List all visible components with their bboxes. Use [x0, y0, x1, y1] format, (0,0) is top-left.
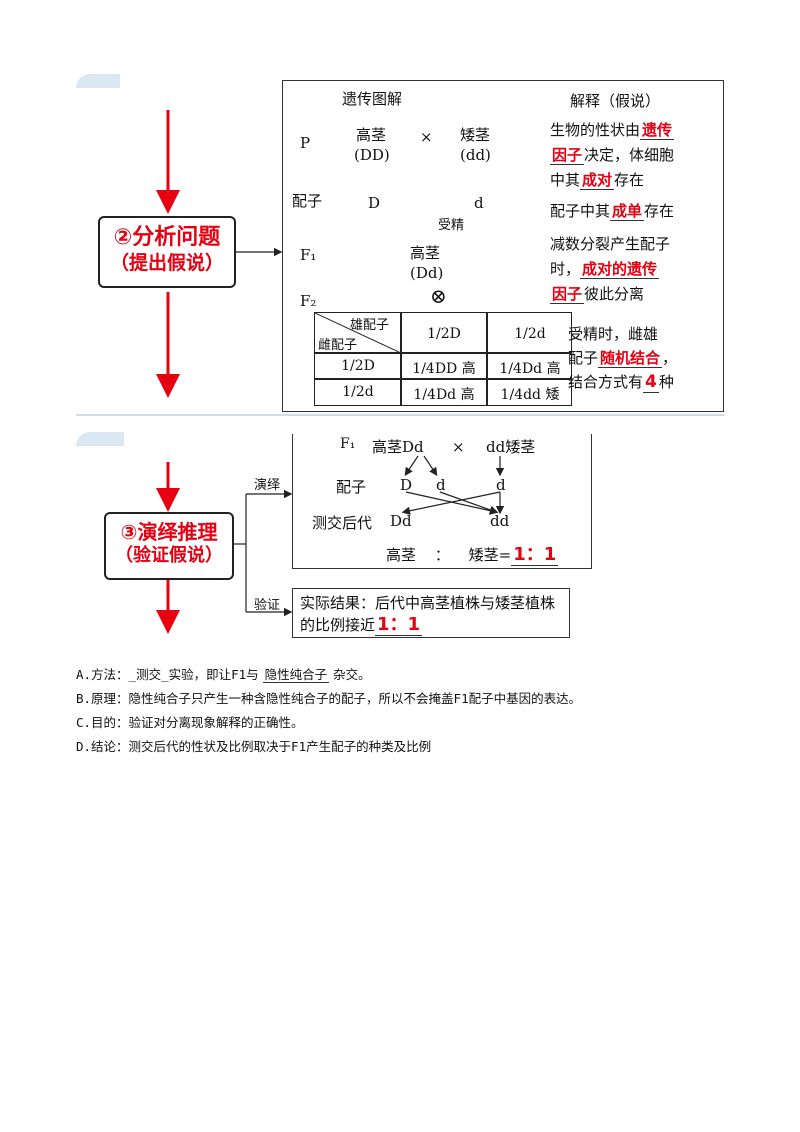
section-tab-1 — [76, 74, 120, 88]
parent-short-genotype: (dd) — [460, 146, 491, 164]
table-hline-2 — [314, 378, 572, 380]
explain-1: 生物的性状由遗传 因子决定，体细胞 中其成对存在 — [550, 121, 675, 190]
option-c: C.目的：验证对分离现象解释的正确性。 — [76, 715, 304, 730]
option-d: D.结论：测交后代的性状及比例取决于F1产生配子的种类及比例 — [76, 739, 432, 754]
option-b: B.原理：隐性纯合子只产生一种含隐性纯合子的配子，所以不会掩盖F1配子中基因的表… — [76, 691, 582, 706]
testcross-box — [292, 434, 592, 569]
section-tab-2 — [76, 432, 124, 446]
tc-ratio: 高茎 ： 矮茎=1：1 — [386, 544, 559, 566]
table-diagonal — [315, 313, 401, 353]
tc-offspring-label: 测交后代 — [312, 514, 373, 532]
row-label-f1: F₁ — [300, 246, 317, 264]
f1-genotype: (Dd) — [410, 264, 444, 282]
table-col-header: 1/2d — [514, 326, 546, 342]
step-deductive-reasoning: ③演绎推理 （验证假说） — [104, 512, 234, 580]
table-row-header: 1/2d — [342, 384, 374, 400]
table-female-header: 雌配子 — [318, 338, 358, 353]
tc-offspring-dd: dd — [490, 512, 510, 530]
table-col-header: 1/2D — [427, 326, 461, 342]
tc-f1-label: F₁ — [340, 436, 356, 452]
tc-gamete-label: 配子 — [336, 478, 367, 496]
tc-offspring-Dd: Dd — [390, 512, 412, 530]
selfing-icon: ⊗ — [430, 284, 447, 308]
step-title: ②分析问题 — [113, 225, 221, 250]
col-diagram-title: 遗传图解 — [342, 90, 403, 108]
row-label-p: P — [300, 134, 311, 152]
step-subtitle: （提出假说） — [109, 251, 224, 274]
explain-3: 减数分裂产生配子 时，成对的遗传 因子彼此分离 — [550, 235, 671, 304]
tc-gamete-D: D — [400, 476, 413, 494]
f1-phenotype: 高茎 — [410, 244, 441, 262]
fertilize-label: 受精 — [438, 218, 465, 233]
section-divider — [76, 414, 724, 416]
table-cell: 1/4dd 矮 — [500, 387, 560, 403]
table-male-header: 雄配子 — [350, 318, 390, 333]
tc-parent-short: dd矮茎 — [486, 438, 536, 456]
table-cell: 1/4DD 高 — [412, 361, 476, 377]
branch-deduce-label: 演绎 — [254, 478, 281, 493]
step-title: ③演绎推理 — [120, 520, 218, 544]
tc-gamete-d: d — [436, 476, 446, 494]
step-analyze-problem: ②分析问题 （提出假说） — [98, 216, 236, 288]
table-cell: 1/4Dd 高 — [499, 361, 561, 377]
explain-2: 配子中其成单存在 — [550, 202, 675, 221]
tc-parent-tall: 高茎Dd — [372, 438, 424, 456]
gamete-D: D — [368, 194, 381, 212]
row-label-f2: F₂ — [300, 292, 317, 310]
actual-result-box — [292, 588, 570, 638]
punnett-table — [314, 312, 572, 406]
branch-verify-label: 验证 — [254, 598, 281, 613]
parent-tall: 高茎 — [356, 126, 387, 144]
table-vline-1 — [400, 312, 402, 406]
table-vline-2 — [486, 312, 488, 406]
row-label-gamete: 配子 — [292, 192, 323, 210]
hypothesis-diagram-box — [282, 80, 724, 412]
parent-short: 矮茎 — [460, 126, 491, 144]
col-explain-title: 解释（假说） — [570, 92, 661, 110]
cross-symbol: × — [420, 128, 433, 146]
table-hline-1 — [314, 352, 572, 354]
gamete-d: d — [474, 194, 484, 212]
option-a: A.方法：_测交_实验，即让F1与隐性纯合子杂交。 — [76, 667, 371, 683]
table-cell: 1/4Dd 高 — [413, 387, 475, 403]
tc-gamete-d2: d — [496, 476, 506, 494]
tc-cross-symbol: × — [452, 438, 465, 456]
table-row-header: 1/2D — [341, 358, 375, 374]
step-subtitle: （验证假说） — [115, 545, 223, 566]
parent-tall-genotype: (DD) — [354, 146, 390, 164]
